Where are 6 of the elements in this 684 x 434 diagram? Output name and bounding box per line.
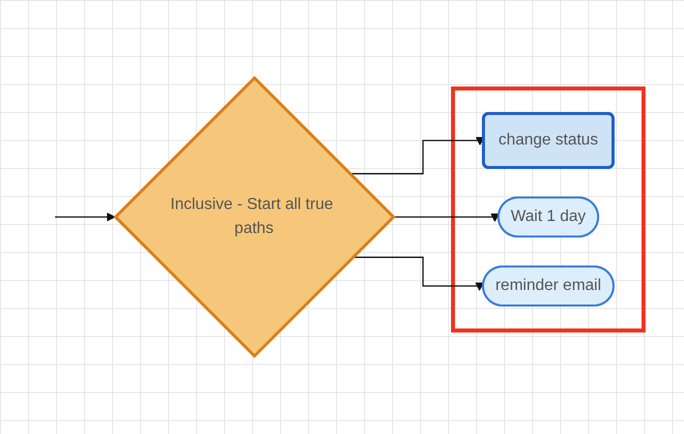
arrow (55, 212, 116, 222)
arrow (352, 256, 484, 291)
cluster (451, 86, 646, 332)
arrow (393, 213, 500, 222)
flowchart: Inclusive - Start all true paths change status Wait 1 day reminder email (32, 70, 652, 364)
node-diamond (114, 76, 396, 358)
